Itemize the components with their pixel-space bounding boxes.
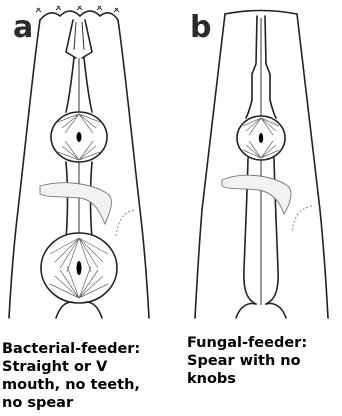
caption-line: Straight or V: [2, 358, 140, 376]
caption-line: Fungal-feeder:: [187, 334, 307, 352]
caption-line: Spear with no: [187, 352, 307, 370]
fungal-feeder-caption: Fungal-feeder: Spear with no knobs: [187, 334, 307, 388]
caption-line: no spear: [2, 394, 140, 412]
panel-b-letter: b: [190, 13, 211, 43]
bacterial-feeder-caption: Bacterial-feeder: Straight or V mouth, n…: [2, 340, 140, 412]
bacterial-feeder-head-illustration: [9, 6, 149, 318]
caption-line: Bacterial-feeder:: [2, 340, 140, 358]
caption-line: knobs: [187, 370, 307, 388]
fungal-feeder-head-illustration: [195, 11, 328, 319]
caption-line: mouth, no teeth,: [2, 376, 140, 394]
panel-a-letter: a: [13, 13, 33, 43]
